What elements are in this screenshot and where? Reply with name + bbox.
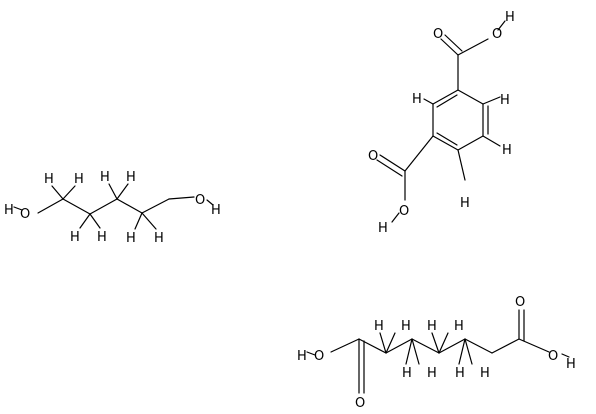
bond [404, 135, 434, 172]
atom-label-H: H [402, 366, 412, 381]
bond-double [376, 159, 403, 177]
atom-label-H: H [412, 92, 422, 107]
atom-label-O: O [195, 193, 205, 208]
bond [108, 183, 118, 200]
bond-double [432, 135, 459, 151]
bond [497, 20, 506, 31]
bond [62, 185, 76, 200]
bond [482, 96, 501, 105]
bond [491, 338, 520, 354]
bond [385, 332, 396, 354]
bond [457, 89, 484, 105]
molecule-isophthalic-acid: O H O O O H H H H H [368, 10, 515, 236]
molecule-adipic-acid: H O O H H H H H H H H O O H [297, 295, 576, 411]
bond [116, 183, 129, 200]
atom-label-H: H [44, 172, 54, 187]
atom-label-H: H [211, 203, 221, 218]
bond [330, 338, 360, 353]
bond [405, 338, 413, 365]
atom-label-O: O [20, 207, 30, 222]
bond [379, 154, 406, 172]
atom-label-H: H [97, 230, 107, 245]
bond [464, 338, 473, 365]
bond-double [444, 34, 463, 52]
bond [457, 135, 484, 151]
bond [464, 338, 493, 354]
bond [51, 185, 64, 200]
bond [134, 212, 143, 230]
bond [431, 332, 440, 354]
molecule-butanediol: H O H H H H H H H H O H [4, 170, 221, 246]
atom-label-H: H [566, 357, 576, 372]
bond [306, 351, 316, 356]
bond [379, 332, 387, 354]
atom-label-H: H [70, 230, 80, 245]
atom-label-O: O [492, 27, 502, 42]
atom-label-O: O [433, 27, 443, 42]
atom-label-H: H [126, 231, 136, 246]
atom-label-H: H [480, 366, 490, 381]
atom-label-H: H [378, 221, 388, 236]
atom-label-H: H [500, 93, 510, 108]
bond [206, 199, 214, 206]
atom-label-H: H [505, 10, 515, 25]
atom-label-O: O [515, 295, 525, 310]
bond [79, 213, 91, 229]
atom-label-H: H [154, 231, 164, 246]
atom-label-H: H [74, 172, 84, 187]
bond [385, 338, 413, 354]
bond-double [432, 89, 459, 105]
atom-label-O: O [314, 349, 324, 364]
bond [168, 196, 195, 200]
atom-label-H: H [455, 366, 465, 381]
atom-label-O: O [368, 149, 378, 164]
bond [37, 198, 64, 214]
bond [518, 338, 550, 353]
bond [358, 338, 387, 354]
bond [62, 198, 91, 215]
atom-label-H: H [460, 196, 470, 211]
atom-label-H: H [427, 366, 437, 381]
bond [13, 206, 23, 211]
atom-label-O: O [355, 396, 365, 411]
atom-label-O: O [399, 204, 409, 219]
atom-label-H: H [100, 170, 110, 185]
bond [438, 332, 449, 354]
bond [440, 38, 459, 56]
bond [457, 38, 489, 56]
bond [436, 94, 458, 108]
bond [391, 212, 400, 223]
atom-label-H: H [126, 170, 136, 185]
atom-label-H: H [4, 203, 14, 218]
bond [423, 98, 434, 105]
bond [116, 198, 143, 214]
bond [482, 135, 501, 147]
bond [561, 353, 570, 358]
atom-label-H: H [297, 349, 307, 364]
atom-label-H: H [374, 319, 384, 334]
bond [438, 338, 466, 354]
bond [458, 338, 466, 365]
atom-label-O: O [548, 349, 558, 364]
bond [89, 213, 101, 229]
bond [411, 338, 420, 365]
bond [141, 198, 170, 214]
bond [411, 338, 440, 354]
atom-label-H: H [427, 319, 437, 334]
bond [436, 132, 458, 146]
atom-label-H: H [454, 319, 464, 334]
bond [89, 198, 118, 215]
bond [457, 149, 466, 181]
atom-label-H: H [401, 319, 411, 334]
atom-label-H: H [502, 143, 512, 158]
bond [141, 212, 157, 230]
